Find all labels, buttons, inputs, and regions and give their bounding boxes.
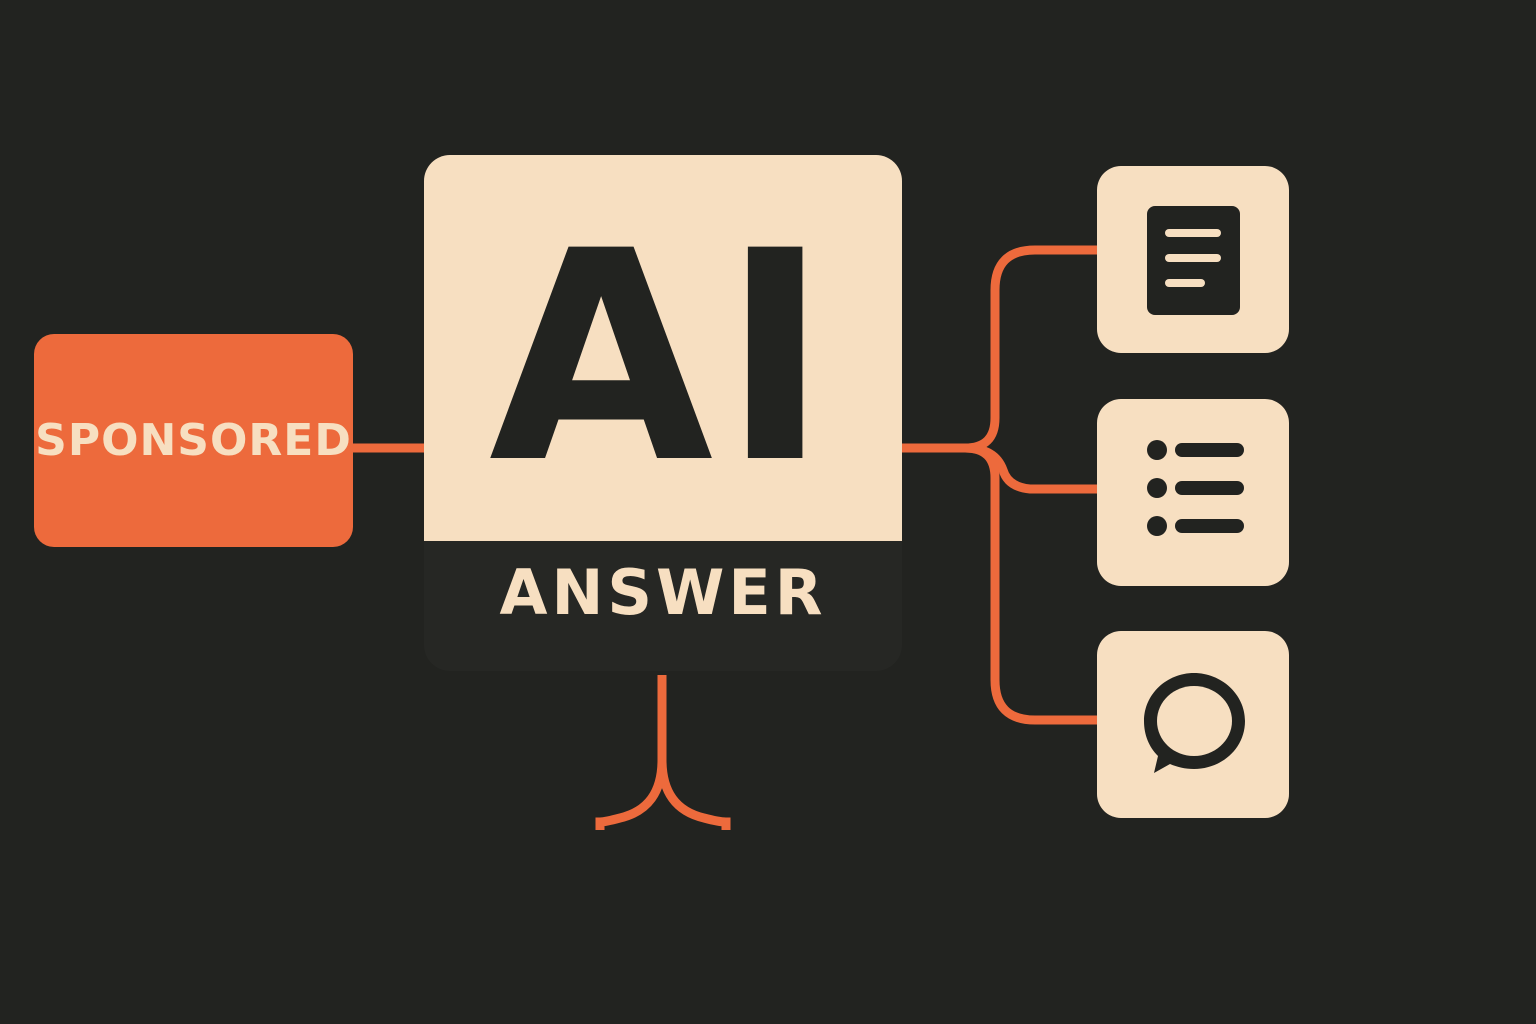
output-node-chat bbox=[1097, 631, 1289, 818]
output-node-document bbox=[1097, 166, 1289, 353]
ai-mark-panel: AI bbox=[424, 155, 902, 541]
ai-mark: AI bbox=[488, 190, 838, 527]
connector-answer-root bbox=[595, 675, 731, 830]
answer-label: ANSWER bbox=[499, 555, 827, 629]
answer-panel: ANSWER bbox=[424, 541, 902, 671]
sponsored-node: SPONSORED bbox=[34, 334, 353, 547]
list-icon bbox=[1147, 440, 1244, 536]
ai-answer-node: AI ANSWER bbox=[424, 155, 902, 671]
chat-bubble-icon bbox=[1144, 673, 1245, 773]
output-node-list bbox=[1097, 399, 1289, 586]
connector-branch-to-chat bbox=[964, 443, 1097, 725]
document-icon bbox=[1147, 206, 1240, 315]
connector-ai-to-branch bbox=[902, 245, 1097, 453]
sponsored-label: SPONSORED bbox=[35, 415, 352, 466]
